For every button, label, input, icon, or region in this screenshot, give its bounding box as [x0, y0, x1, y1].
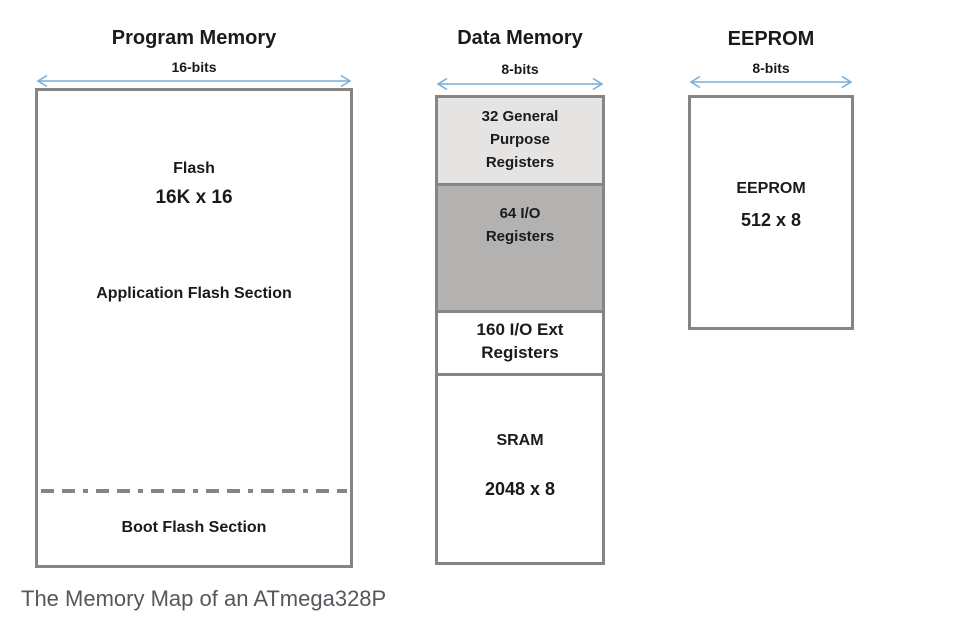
boot-flash-section-label: Boot Flash Section	[121, 519, 267, 536]
io-ext-registers-section: 160 I/O Ext Registers	[438, 313, 602, 376]
data-memory-width-label: 8-bits	[501, 61, 539, 77]
sram-size-label: 2048 x 8	[484, 479, 556, 499]
eeprom-width-label: 8-bits	[752, 60, 790, 76]
eeprom-size-label: 512 x 8	[740, 210, 802, 230]
eeprom-box-label: EEPROM	[736, 180, 806, 197]
program-memory-box: Flash 16K x 16 Application Flash Section…	[35, 88, 353, 568]
sram-label: SRAM	[496, 432, 544, 449]
io-registers-section: 64 I/O Registers	[438, 186, 602, 313]
diagram-caption: The Memory Map of an ATmega328P	[21, 586, 387, 611]
application-flash-section-label: Application Flash Section	[96, 285, 292, 302]
eeprom-box: EEPROM 512 x 8	[688, 95, 854, 330]
data-memory-box: 32 General Purpose Registers 64 I/O Regi…	[435, 95, 605, 565]
flash-label: Flash	[173, 160, 215, 177]
program-memory-title: Program Memory	[111, 27, 277, 49]
eeprom-title: EEPROM	[727, 28, 815, 50]
boot-section-divider	[41, 489, 347, 493]
eeprom-width-arrow-icon	[689, 75, 853, 89]
program-memory-width-label: 16-bits	[171, 59, 217, 75]
sram-section: SRAM 2048 x 8	[438, 376, 602, 562]
data-memory-width-arrow-icon	[436, 77, 604, 91]
program-memory-width-arrow-icon	[36, 74, 352, 88]
flash-size-label: 16K x 16	[155, 187, 233, 208]
data-memory-title: Data Memory	[457, 27, 583, 49]
general-purpose-registers-section: 32 General Purpose Registers	[438, 98, 602, 186]
